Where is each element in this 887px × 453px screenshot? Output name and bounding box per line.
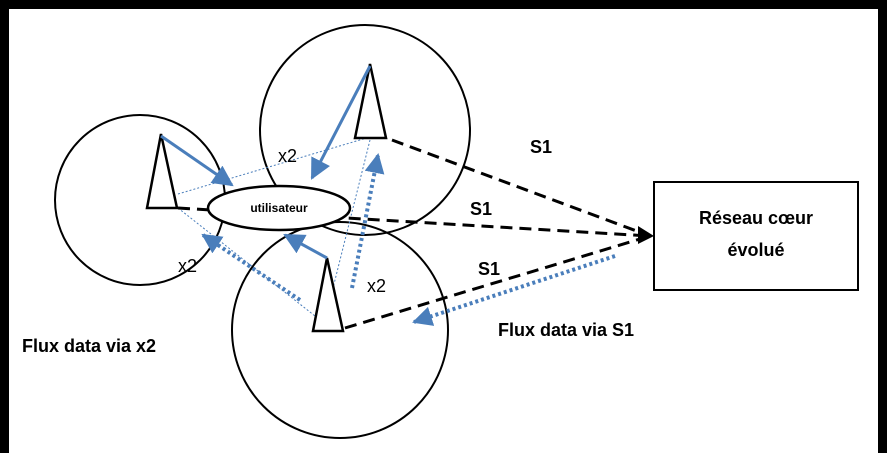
x2-flow-arrow-top [350,153,385,289]
x2-label: x2 [178,256,197,276]
cell-top [259,24,471,236]
legend-s1-flow: Flux data via S1 [498,320,634,340]
x2-link-left-bottom [177,207,316,317]
s1-link-bottom [344,234,651,330]
antenna-icon [311,257,345,333]
antenna-icon [353,63,388,140]
cell-bottom [231,221,449,439]
x2-link-top-bottom [329,139,371,301]
user-label: utilisateur [250,201,308,215]
s1-label: S1 [470,199,492,219]
s1-flow-arrow [412,254,616,326]
radio-arrow-bottom [283,233,328,260]
cell-left [54,114,226,286]
radio-arrow-left [160,134,234,187]
x2-label: x2 [278,146,297,166]
core-network-line2: évolué [727,240,784,260]
x2-link-left-top [177,133,381,195]
antenna-icon [145,133,179,210]
core-arrowhead [638,226,654,244]
core-network-box: Réseau cœur évolué [653,181,859,291]
x2-label: x2 [367,276,386,296]
x2-flow-arrow-left [201,233,302,302]
radio-arrow-top [310,65,372,180]
user-terminal: utilisateur [206,184,352,232]
legend-x2-flow: Flux data via x2 [22,336,156,356]
s1-label: S1 [530,137,552,157]
s1-link-top [391,138,651,238]
s1-label: S1 [478,259,500,279]
core-network-line1: Réseau cœur [699,208,813,228]
